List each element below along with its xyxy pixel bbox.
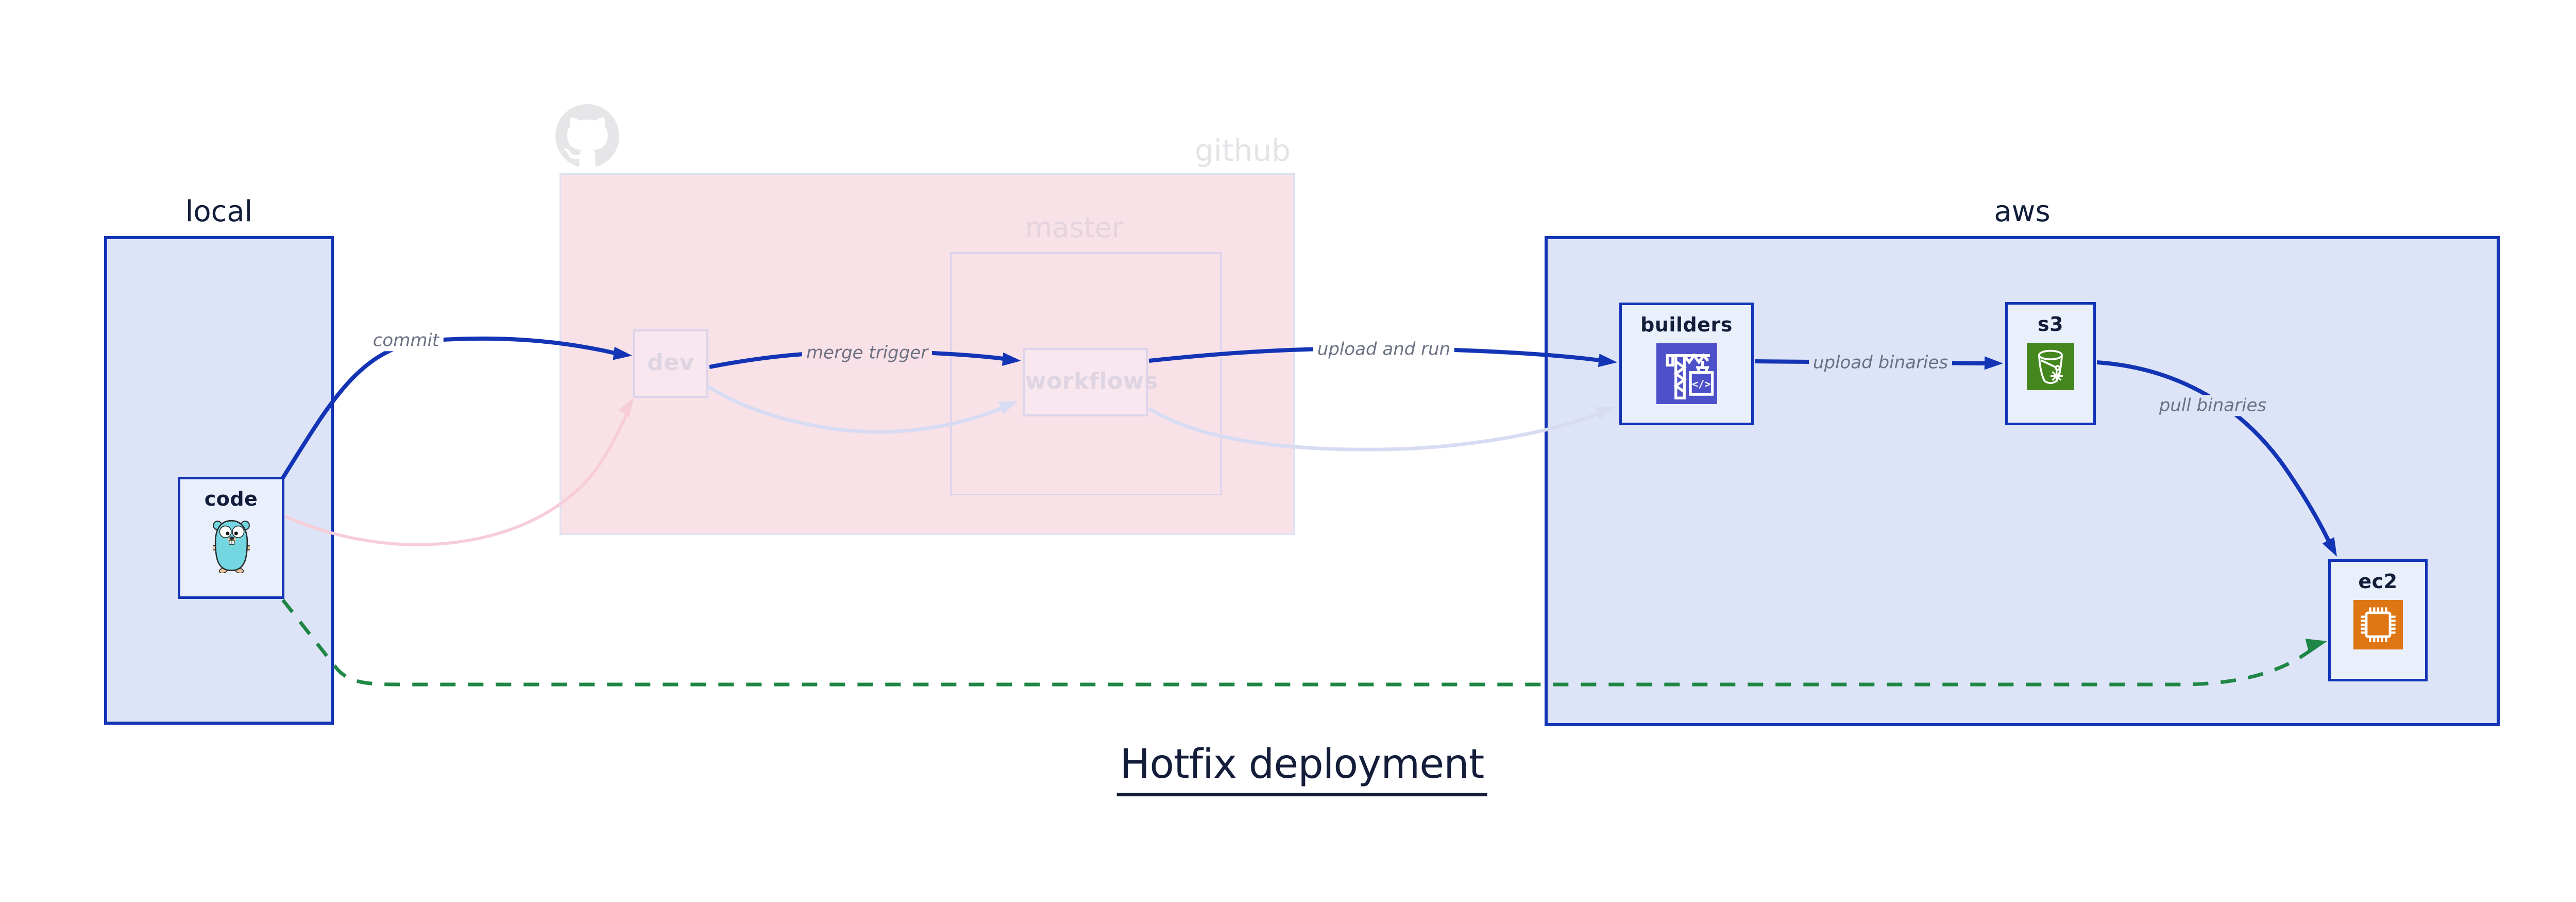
edge-commit-arrowhead	[613, 346, 632, 360]
edge-label-pull-binaries: pull binaries	[2155, 395, 2271, 416]
builders-node-label: builders	[1640, 313, 1733, 336]
dev-node: dev	[633, 329, 708, 398]
svg-text:</>: </>	[1692, 378, 1710, 390]
edge-pull-binaries-arrowhead	[2322, 537, 2337, 557]
code-node-label: code	[204, 488, 258, 510]
go-gopher-icon	[212, 520, 250, 573]
edge-upload-and-run-arrowhead	[1598, 354, 1617, 368]
aws-group-label: aws	[1994, 195, 2050, 228]
edge-dev-to-workflows-faded-line	[706, 384, 1007, 434]
edge-hotfix-shortcut-arrowhead	[2305, 639, 2327, 654]
ec2-node-label: ec2	[2358, 570, 2398, 593]
edge-upload-binaries-arrowhead	[1984, 356, 2003, 370]
edge-label-merge-trigger: merge trigger	[802, 342, 933, 364]
dev-node-label: dev	[647, 349, 694, 376]
edge-pull-binaries-line	[2096, 360, 2333, 546]
ec2-chip-icon	[2353, 600, 2403, 649]
master-branch-box	[950, 252, 1222, 495]
s3-bucket-snowflake-icon	[2027, 343, 2074, 390]
workflows-node-label: workflows	[1025, 368, 1158, 394]
edge-label-upload-binaries: upload binaries	[1808, 352, 1953, 374]
edge-label-commit: commit	[368, 330, 444, 352]
edge-workflows-to-builders-faded-line	[1148, 407, 1602, 452]
edge-code-to-dev-faded-arrowhead	[618, 398, 634, 417]
edge-commit-line	[281, 336, 618, 479]
edge-dev-to-workflows-faded-arrowhead	[998, 401, 1018, 414]
edge-workflows-to-builders-faded-arrowhead	[1595, 407, 1615, 420]
local-group-label: local	[185, 195, 253, 228]
master-branch-label: master	[1025, 211, 1124, 244]
builders-node: builders </>	[1619, 303, 1754, 425]
edge-code-to-dev-faded-line	[284, 405, 632, 546]
s3-node: s3	[2005, 302, 2096, 425]
github-octocat-icon	[555, 104, 619, 166]
ec2-node: ec2	[2328, 559, 2428, 681]
edge-merge-trigger-arrowhead	[1002, 352, 1021, 366]
s3-node-label: s3	[2037, 313, 2064, 336]
github-group-label: github	[1194, 133, 1291, 168]
codebuild-crane-icon: </>	[1656, 343, 1717, 404]
code-node: code	[178, 477, 284, 599]
workflows-node: workflows	[1023, 348, 1158, 416]
edge-hotfix-shortcut-line	[281, 598, 2316, 687]
edge-label-upload-and-run: upload and run	[1313, 339, 1455, 360]
diagram-title: Hotfix deployment	[1116, 741, 1487, 796]
